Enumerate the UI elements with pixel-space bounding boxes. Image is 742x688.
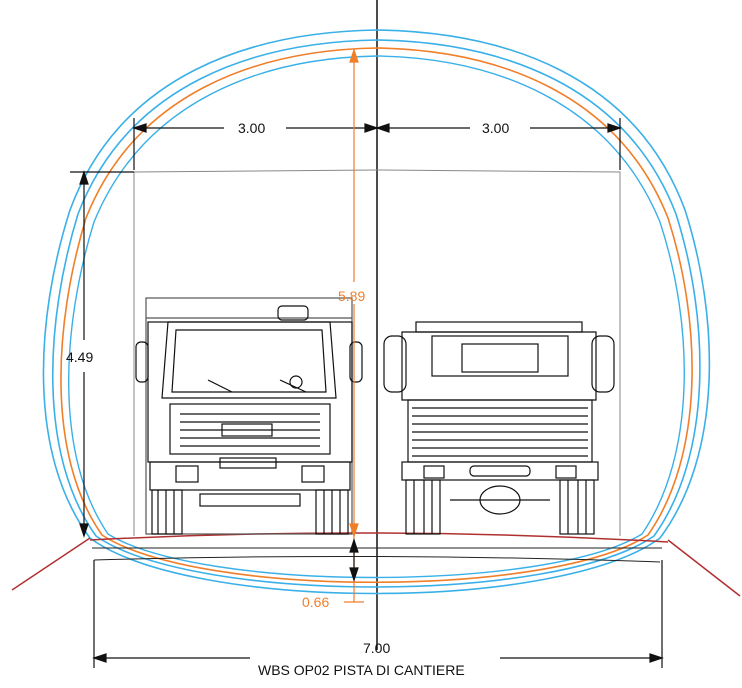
dim-crown-height: 5.89 bbox=[338, 288, 365, 304]
truck-left bbox=[135, 297, 363, 535]
dimension-lane-widths bbox=[132, 118, 622, 170]
ground-line-left bbox=[11, 537, 91, 591]
dimension-clear-height bbox=[70, 170, 134, 538]
dim-invert-depth: 0.66 bbox=[302, 594, 329, 610]
outer-lining-blue-inner bbox=[51, 39, 701, 588]
dim-clear-height: 4.49 bbox=[66, 349, 93, 365]
road-surface bbox=[89, 532, 669, 543]
dim-right-lane-width: 3.00 bbox=[482, 120, 509, 136]
dimension-total-width bbox=[92, 560, 664, 668]
inner-lining-blue bbox=[68, 55, 685, 579]
road-subbase bbox=[93, 555, 661, 563]
outer-lining-blue-outer bbox=[42, 29, 711, 595]
ground-line-right bbox=[667, 539, 741, 597]
dim-left-lane-width: 3.00 bbox=[238, 120, 265, 136]
clearance-envelope bbox=[133, 169, 621, 536]
dimension-crown-height bbox=[344, 48, 364, 603]
drawing-caption: WBS OP02 PISTA DI CANTIERE bbox=[258, 662, 465, 678]
dimension-invert-ticks bbox=[349, 538, 359, 582]
dim-total-width: 7.00 bbox=[363, 640, 390, 656]
truck-right bbox=[383, 321, 615, 535]
inner-lining-orange bbox=[60, 47, 693, 583]
